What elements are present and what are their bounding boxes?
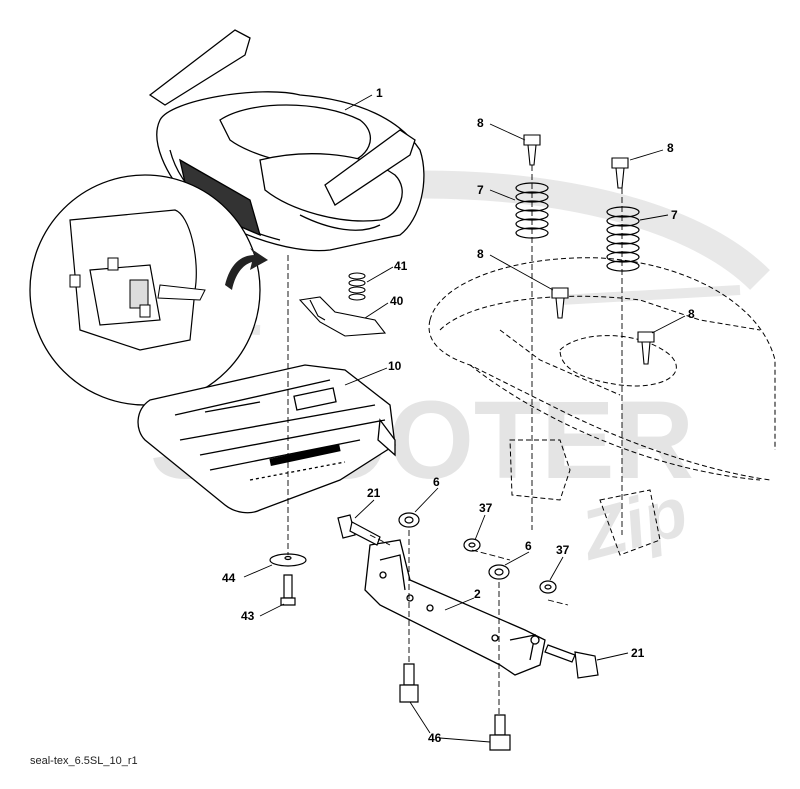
- callout-2: 2: [474, 587, 481, 601]
- callout-8d: 8: [688, 307, 695, 321]
- bolt-group-8: [523, 134, 655, 365]
- callout-41: 41: [394, 259, 408, 273]
- callout-8a: 8: [477, 116, 484, 130]
- callout-8c: 8: [477, 247, 484, 261]
- callout-40: 40: [390, 294, 404, 308]
- callout-37a: 37: [479, 501, 493, 515]
- callout-7a: 7: [477, 183, 484, 197]
- callout-21a: 21: [367, 486, 381, 500]
- detail-inset: [29, 174, 268, 406]
- callout-46: 46: [428, 731, 442, 745]
- arrow-icon: [225, 248, 268, 290]
- assembly-lines: [287, 165, 623, 715]
- bolt-21-right: [544, 644, 599, 679]
- leader-lines: [243, 94, 686, 743]
- diagram-caption: seal-tex_6.5SL_10_r1: [30, 755, 138, 767]
- nuts: [398, 512, 557, 594]
- callout-8b: 8: [667, 141, 674, 155]
- seat-plate: [137, 364, 396, 514]
- bolts-46: [399, 663, 511, 751]
- callouts: 1 8 8 7 7 8 8 41 40 10 21 6 37 6 37 2 21…: [222, 86, 695, 745]
- mounting-bracket: [364, 539, 546, 676]
- callout-10: 10: [388, 359, 402, 373]
- callout-43: 43: [241, 609, 255, 623]
- washer-and-bolt: [269, 553, 307, 606]
- callout-1: 1: [376, 86, 383, 100]
- spring-right: [606, 206, 640, 272]
- latch-clip: [298, 296, 387, 337]
- callout-44: 44: [222, 571, 236, 585]
- small-spring: [348, 272, 366, 301]
- mower-body-outline: [428, 257, 776, 556]
- callout-21b: 21: [631, 646, 645, 660]
- callout-37b: 37: [556, 543, 570, 557]
- callout-6a: 6: [433, 475, 440, 489]
- callout-6b: 6: [525, 539, 532, 553]
- bolt-21-left: [337, 514, 381, 546]
- callout-7b: 7: [671, 208, 678, 222]
